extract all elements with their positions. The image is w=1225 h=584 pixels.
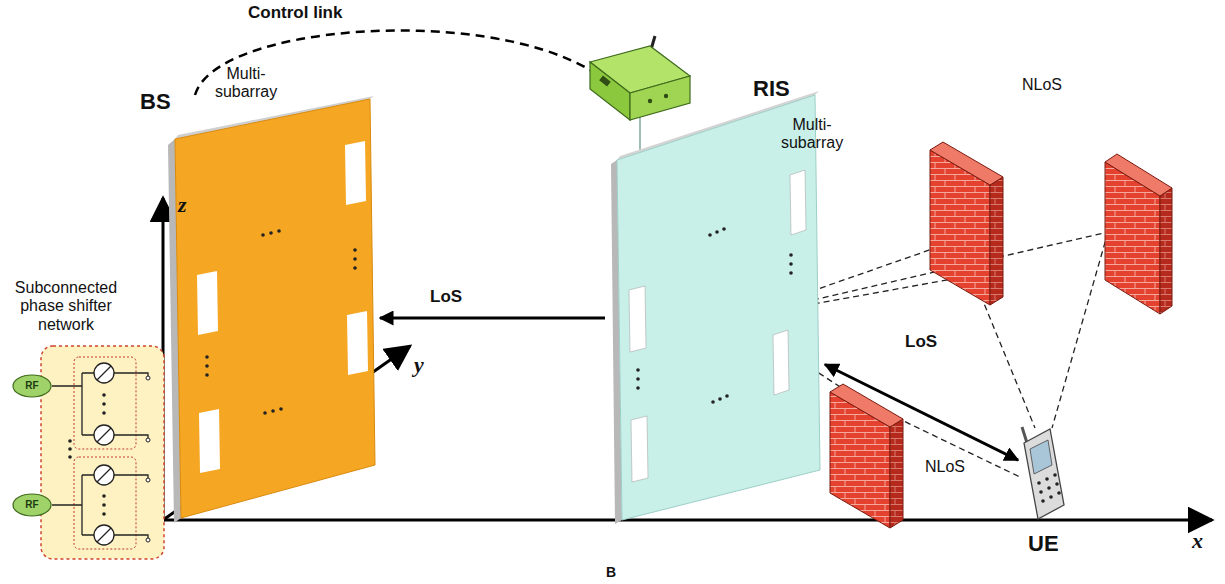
wall-obstacle [830,384,903,528]
panel-title: BS [140,89,171,114]
network-label: Subconnected phase shifter network [2,279,130,334]
user-equipment-shape [1018,425,1068,520]
link-label: LoS [903,332,939,352]
bs-antenna-panel: BSMulti-subarray [165,95,380,525]
panel-letter: B [606,564,616,580]
ris-panel-shape [605,90,825,530]
subarray-label: Multi-subarray [771,116,853,153]
phase-shifter-network-shape [40,345,165,560]
rf-chain: RF [12,374,52,398]
rf-chain: RF [12,493,52,517]
ue-label: UE [1028,531,1059,556]
panel-title: RIS [753,76,790,101]
ris-panel: RISMulti-subarray [605,90,825,530]
wall-obstacle [1105,154,1172,314]
nlos-label: NLoS [1022,76,1062,94]
user-equipment: UE [1018,425,1068,520]
los-link [380,317,605,320]
axis-label: y [414,352,424,377]
subarray-label: Multi-subarray [205,65,287,102]
bs-antenna-panel-shape [165,95,380,525]
phase-shifter-network: Subconnected phase shifter networkRFRF [40,345,165,560]
axis-label: x [1192,528,1203,553]
nlos-label: NLoS [925,458,965,476]
wall-obstacle [930,142,1003,305]
link-label: LoS [428,287,464,307]
link-label: Control link [246,3,344,23]
rf-label: RF [12,380,52,392]
rf-label: RF [12,499,52,511]
axis-label: z [178,192,187,217]
los-link [825,364,1018,460]
